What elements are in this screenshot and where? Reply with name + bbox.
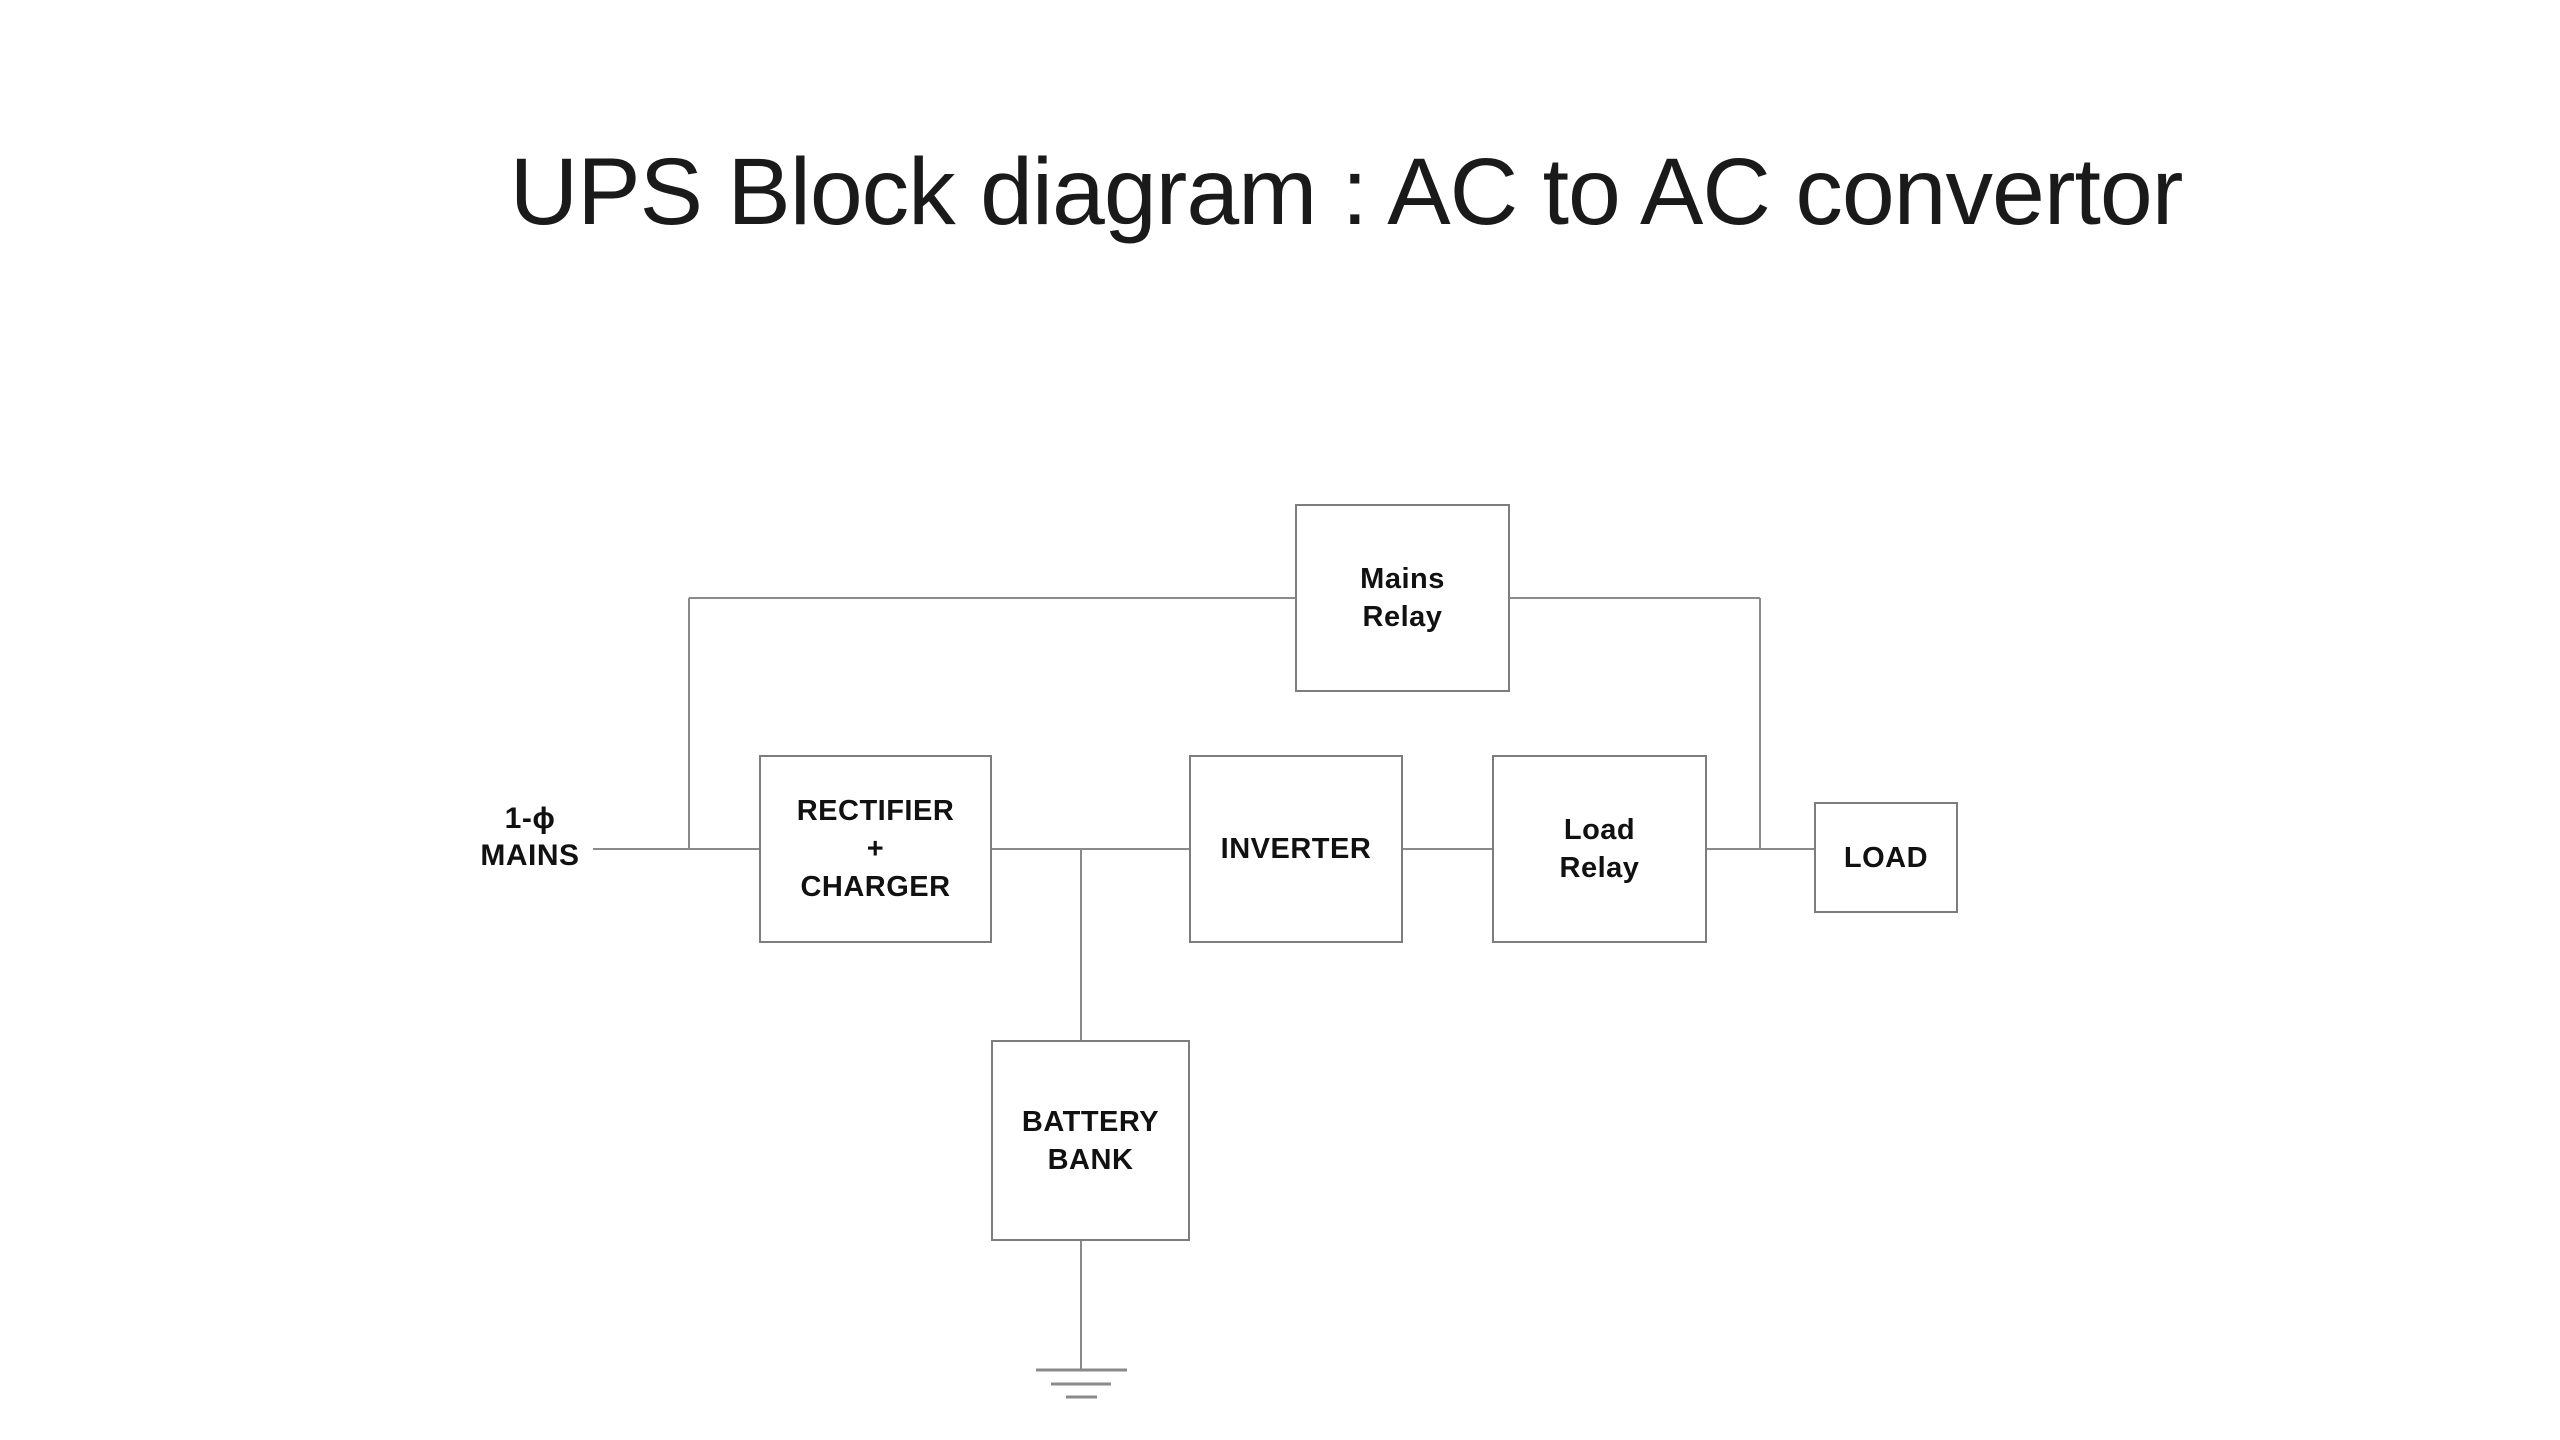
block-load-relay-label-line2: Relay bbox=[1559, 852, 1640, 884]
block-inverter-label: INVERTER bbox=[1220, 833, 1372, 865]
page-title: UPS Block diagram : AC to AC convertor bbox=[509, 139, 2184, 245]
block-mains-relay-label-line2: Relay bbox=[1362, 601, 1443, 633]
block-rectifier-charger-label-line1: RECTIFIER bbox=[796, 795, 955, 827]
block-mains-relay-label-line1: Mains bbox=[1360, 563, 1445, 595]
block-rectifier-charger: RECTIFIER + CHARGER bbox=[759, 755, 992, 943]
block-rectifier-charger-label-line3: CHARGER bbox=[800, 871, 951, 903]
block-inverter: INVERTER bbox=[1189, 755, 1403, 943]
block-load-relay-label-line1: Load bbox=[1563, 814, 1636, 846]
block-battery-bank-label-line1: BATTERY bbox=[1021, 1105, 1160, 1138]
block-load-label: LOAD bbox=[1843, 841, 1929, 874]
block-rectifier-charger-label-line2: + bbox=[866, 833, 885, 865]
block-battery-bank-label-line2: BANK bbox=[1047, 1143, 1134, 1176]
block-load-relay: Load Relay bbox=[1492, 755, 1707, 943]
block-mains-relay: Mains Relay bbox=[1295, 504, 1510, 692]
earth-ground-icon bbox=[1036, 1368, 1127, 1399]
block-load: LOAD bbox=[1814, 802, 1958, 913]
mains-source-label-line1: 1-ϕ bbox=[504, 802, 556, 835]
block-battery-bank: BATTERY BANK bbox=[991, 1040, 1190, 1241]
mains-source-label: 1-ϕ MAINS bbox=[455, 800, 605, 874]
mains-source-label-line2: MAINS bbox=[480, 839, 580, 872]
